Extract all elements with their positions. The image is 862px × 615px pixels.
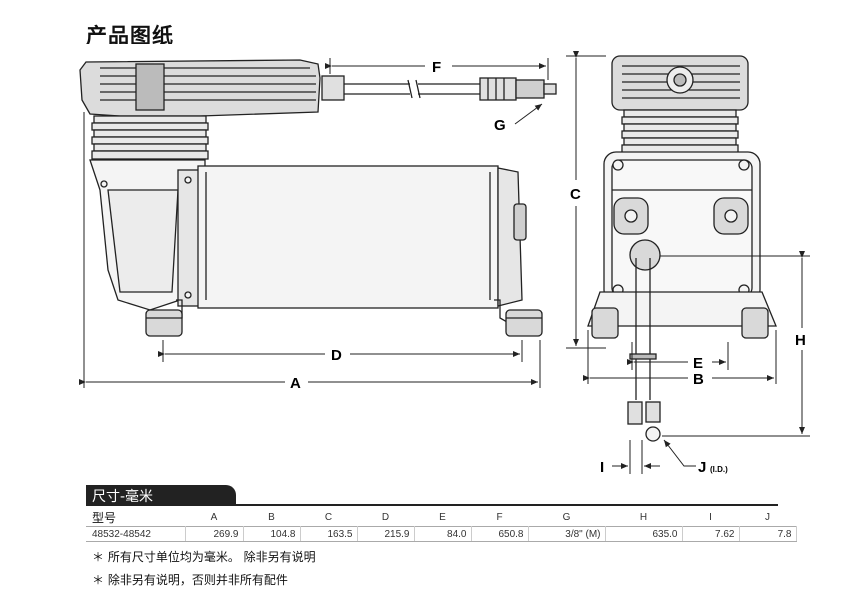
- label-f: F: [432, 59, 441, 76]
- dimensions-section-header: 尺寸-毫米: [86, 485, 236, 505]
- cell-c: 163.5: [300, 526, 358, 542]
- cell-d: 215.9: [357, 526, 415, 542]
- header-h: H: [639, 512, 648, 523]
- cell-model: 48532-48542: [86, 526, 186, 542]
- label-a: A: [290, 375, 301, 392]
- side-view-dimension-lines: [79, 58, 549, 388]
- dimensions-rule: [86, 504, 778, 506]
- header-d: D: [381, 512, 390, 523]
- label-g: G: [494, 117, 506, 134]
- dimensions-table: 型号 A B C D E F G H I J 48532-48542 269.9…: [86, 509, 797, 542]
- side-view: [79, 59, 557, 337]
- cell-i: 7.62: [682, 526, 740, 542]
- note-units: ＊ 所有尺寸单位均为毫米。 除非另有说明: [92, 550, 316, 564]
- header-e: E: [439, 512, 446, 523]
- cell-g: 3/8" (M): [528, 526, 606, 542]
- dimensions-section-title: 尺寸-毫米: [92, 489, 154, 505]
- label-j-sub: (I.D.): [710, 465, 728, 474]
- header-i: I: [709, 512, 712, 523]
- label-c: C: [570, 186, 581, 203]
- label-j: J: [698, 459, 706, 476]
- cell-h: 635.0: [605, 526, 683, 542]
- cell-a: 269.9: [185, 526, 244, 542]
- header-j: J: [765, 512, 770, 523]
- header-b: B: [268, 512, 275, 523]
- cell-f: 650.8: [471, 526, 529, 542]
- label-h: H: [795, 332, 806, 349]
- front-view: [587, 55, 777, 442]
- note-accessories: ＊ 除非另有说明，否则并非所有配件: [92, 573, 288, 587]
- header-f: F: [496, 512, 503, 523]
- cell-b: 104.8: [243, 526, 301, 542]
- label-i: I: [600, 459, 604, 476]
- label-d: D: [331, 347, 342, 364]
- header-a: A: [210, 512, 218, 523]
- header-g: G: [562, 512, 571, 523]
- dimensions-header-row: 型号 A B C D E F G H I J: [86, 509, 796, 527]
- cell-j: 7.8: [739, 526, 797, 542]
- header-c: C: [324, 512, 333, 523]
- label-b: B: [693, 371, 704, 388]
- table-row: 48532-48542 269.9 104.8 163.5 215.9 84.0…: [86, 526, 797, 542]
- header-model: 型号: [92, 511, 117, 525]
- cell-e: 84.0: [414, 526, 472, 542]
- front-view-dimension-lines: [566, 51, 810, 474]
- label-e: E: [693, 355, 703, 372]
